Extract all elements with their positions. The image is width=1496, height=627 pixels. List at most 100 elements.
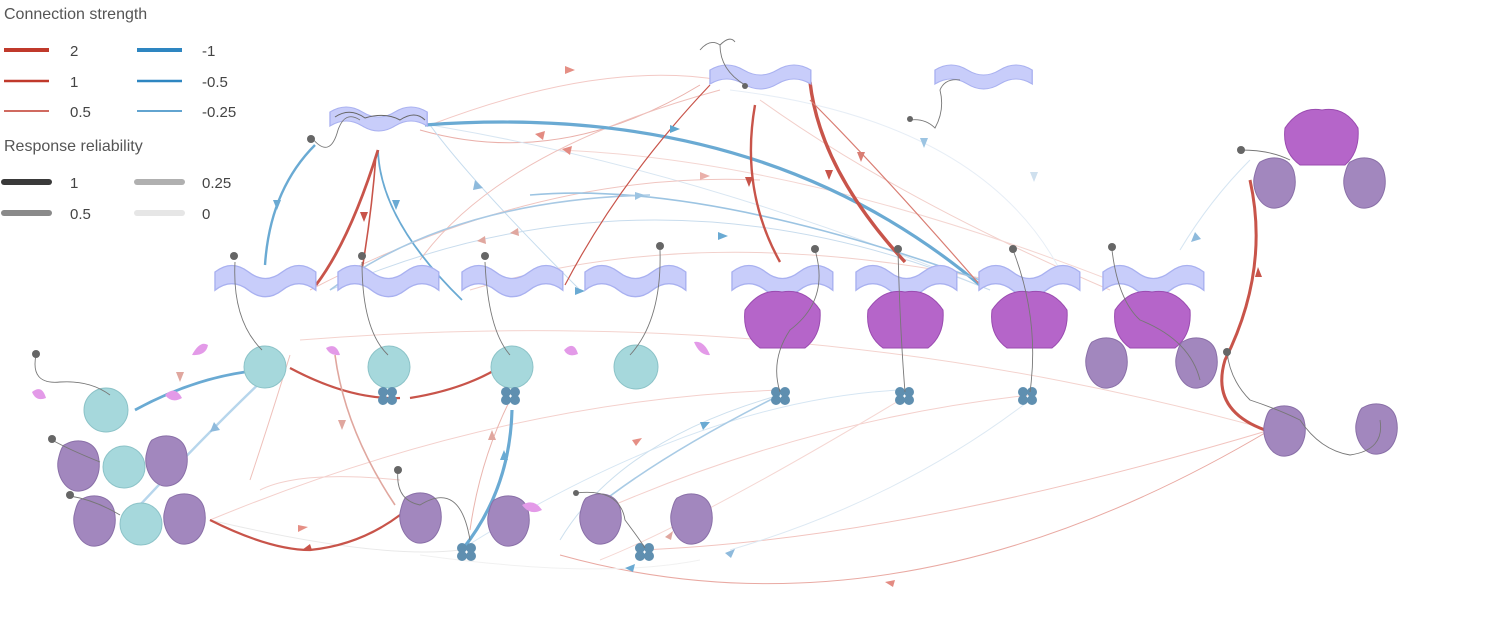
- sensory-cell: [83, 387, 129, 433]
- neurite: [1226, 351, 1382, 456]
- soma: [573, 490, 579, 496]
- top-ciliary-band-left: [329, 106, 428, 132]
- arrowhead-red: [535, 131, 545, 140]
- motor-cluster: [501, 387, 520, 405]
- neurite: [699, 38, 746, 86]
- legend-label-reliability-0.25: 0.25: [202, 175, 231, 192]
- soma: [811, 245, 819, 253]
- pink-endings: [32, 341, 710, 513]
- legend-reliability-title: Response reliability: [4, 138, 143, 155]
- arrowhead-blue: [1030, 172, 1038, 182]
- muscle-cell: [145, 435, 188, 487]
- soma: [230, 252, 238, 260]
- arrowhead-red: [632, 438, 642, 446]
- muscle-cell: [1343, 157, 1386, 209]
- connection-inhibitory: [134, 370, 246, 412]
- connection-faint: [729, 89, 1061, 271]
- legend-label-strength-1: 1: [70, 74, 78, 91]
- muscle-cell: [73, 495, 116, 547]
- secretory-cell: [744, 290, 821, 349]
- legend-label-reliability-0.5: 0.5: [70, 206, 91, 223]
- connection-faint: [729, 399, 1031, 551]
- sensory-cell: [490, 345, 534, 389]
- connection-faint: [419, 84, 701, 144]
- top-ciliary-band-right: [934, 64, 1033, 90]
- arrowhead-red: [176, 372, 184, 382]
- arrowhead-blue: [500, 450, 508, 460]
- legend-label-strength-neg0.5: -0.5: [202, 74, 228, 91]
- connection-faint: [599, 399, 901, 561]
- arrowhead-blue: [725, 549, 735, 558]
- soma: [358, 252, 366, 260]
- ciliary-band: [337, 264, 440, 298]
- neurite: [361, 261, 389, 356]
- legend-strength-items: 2 1 0.5 -1 -0.5 -0.25: [4, 43, 236, 121]
- neurite: [776, 249, 820, 393]
- connection-faint: [419, 89, 721, 261]
- connection-excitatory: [564, 84, 711, 286]
- neurite: [1240, 149, 1291, 161]
- soma: [394, 466, 402, 474]
- neurite: [51, 439, 101, 463]
- arrowhead-red: [298, 525, 308, 532]
- muscle-cell: [1085, 337, 1128, 389]
- muscle-cell: [1253, 157, 1296, 209]
- pink-ending: [32, 389, 46, 400]
- connection-excitatory: [809, 99, 981, 286]
- arrowhead-blue: [210, 422, 220, 432]
- soma: [66, 491, 74, 499]
- neurite: [69, 495, 121, 516]
- arrowhead-red: [510, 228, 519, 236]
- neurite: [34, 354, 111, 396]
- neurite: [1111, 249, 1201, 381]
- connection-faint: [209, 519, 461, 553]
- muscle-cell: [399, 492, 442, 544]
- motor-cluster: [771, 387, 790, 405]
- neurite: [629, 249, 661, 356]
- connection-faint: [559, 429, 1271, 585]
- legend-strength-title: Connection strength: [4, 6, 147, 23]
- arrowhead-red: [477, 236, 486, 244]
- arrowhead-red: [338, 420, 346, 430]
- arrowhead-red: [825, 170, 833, 180]
- connection-faint: [429, 124, 991, 291]
- neuron-somata: [32, 83, 1245, 499]
- connection-inhibitory: [377, 149, 463, 301]
- connection-inhibitory: [424, 120, 982, 287]
- connection-excitatory: [808, 81, 907, 264]
- connection-inhibitory: [529, 192, 981, 281]
- arrowhead-blue: [1191, 232, 1201, 242]
- ciliary-band: [584, 264, 687, 298]
- neurite: [575, 491, 646, 549]
- soma: [481, 252, 489, 260]
- connection-excitatory: [749, 104, 782, 263]
- pink-ending: [165, 390, 182, 401]
- legend-label-reliability-1: 1: [70, 175, 78, 192]
- soma: [907, 116, 913, 122]
- arrowhead-red: [857, 152, 865, 162]
- connection-excitatory: [209, 514, 401, 552]
- soma: [1009, 245, 1017, 253]
- connection-faint: [469, 399, 511, 531]
- neurite: [484, 261, 511, 356]
- neurons: [34, 38, 1382, 549]
- neurite: [1012, 249, 1034, 393]
- sensory-cell: [367, 345, 411, 389]
- secretory-cell: [1114, 290, 1191, 349]
- arrowhead-red: [665, 531, 673, 540]
- soma: [32, 350, 40, 358]
- connection-inhibitory: [263, 144, 316, 266]
- arrowhead-red: [885, 580, 895, 587]
- sensory-cell: [102, 445, 146, 489]
- arrowhead-red: [745, 177, 753, 187]
- connection-excitatory: [334, 354, 396, 506]
- secretory-cells: [744, 108, 1359, 349]
- arrowhead-blue: [635, 192, 645, 200]
- muscle-cell: [1355, 403, 1398, 455]
- soma: [742, 83, 748, 89]
- connection-faint: [309, 178, 761, 291]
- muscle-cell: [579, 493, 622, 545]
- connection-inhibitory: [139, 374, 269, 506]
- arrowhead-red: [302, 544, 312, 550]
- muscle-cell: [163, 493, 206, 545]
